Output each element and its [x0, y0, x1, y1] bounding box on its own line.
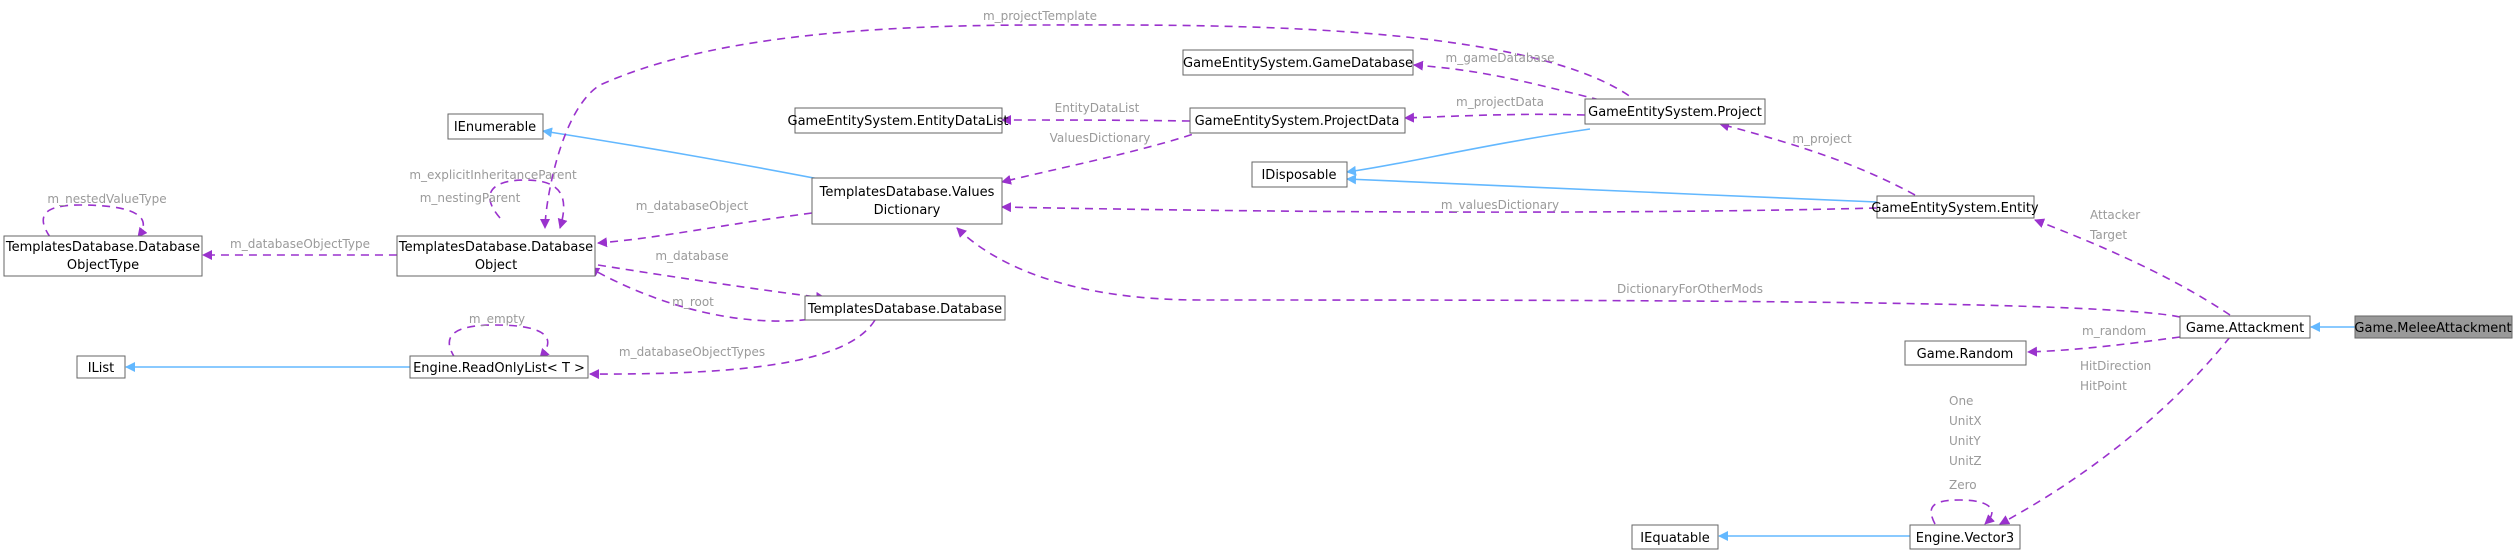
node-project[interactable]: GameEntitySystem.Project — [1584, 98, 1766, 125]
edge-valuesdictionary-inherits-ienumerable — [542, 127, 841, 184]
edge-label-m-game-database: m_gameDatabase — [1446, 51, 1555, 65]
edge-label-m-nesting-parent: m_nestingParent — [420, 191, 521, 205]
node-database-object-label-2: Object — [475, 258, 517, 273]
edge-label-attacker: Attacker — [2090, 208, 2140, 222]
edge-label-m-root: m_root — [672, 295, 714, 309]
node-attackment-label: Game.Attackment — [2186, 321, 2304, 336]
node-values-dictionary[interactable]: TemplatesDatabase.Values Dictionary — [811, 177, 1003, 225]
edge-label-m-values-dictionary: m_valuesDictionary — [1441, 198, 1559, 212]
node-project-label: GameEntitySystem.Project — [1588, 105, 1762, 120]
node-database-label: TemplatesDatabase.Database — [807, 302, 1002, 317]
edge-game-database — [1413, 60, 1601, 101]
node-readonly-list[interactable]: Engine.ReadOnlyList< T > — [409, 355, 589, 379]
edge-label-m-database-object-type: m_databaseObjectType — [230, 237, 370, 251]
edge-project-inherits-idisposable — [1346, 128, 1591, 176]
edge-database — [597, 264, 826, 302]
node-idisposable[interactable]: IDisposable — [1251, 161, 1348, 188]
edge-label-m-database-object: m_databaseObject — [636, 199, 749, 213]
edge-label-m-project-template: m_projectTemplate — [983, 9, 1097, 23]
edge-project-data — [1404, 112, 1586, 123]
edge-values-dictionary-from-entity — [1001, 202, 1878, 213]
edge-label-m-empty: m_empty — [469, 312, 525, 326]
edge-empty — [448, 324, 550, 359]
edge-label-unit-x: UnitX — [1949, 414, 1982, 428]
edge-label-m-project: m_project — [1792, 132, 1852, 146]
edge-label-entity-data-list: EntityDataList — [1055, 101, 1140, 115]
edge-label-m-random: m_random — [2082, 324, 2146, 338]
node-melee-attackment[interactable]: Game.MeleeAttackment — [2354, 315, 2513, 339]
node-random[interactable]: Game.Random — [1904, 340, 2027, 366]
node-iequatable-label: IEquatable — [1640, 531, 1709, 546]
edge-values-dictionary-from-projectdata — [1001, 129, 1206, 185]
node-readonly-list-label: Engine.ReadOnlyList< T > — [413, 361, 585, 376]
edge-root — [589, 267, 836, 322]
edge-random — [2027, 336, 2181, 357]
edge-label-m-project-data: m_projectData — [1456, 95, 1544, 109]
edge-hit-direction-point — [1999, 336, 2231, 525]
node-ilist-label: IList — [88, 361, 115, 376]
node-database-object-type-label-2: ObjectType — [67, 258, 139, 273]
edge-database-object — [597, 212, 813, 248]
edge-label-zero: Zero — [1949, 478, 1977, 492]
edge-label-unit-z: UnitZ — [1949, 454, 1982, 468]
node-vector3[interactable]: Engine.Vector3 — [1909, 524, 2021, 550]
node-game-database-label: GameEntitySystem.GameDatabase — [1183, 56, 1413, 71]
node-melee-attackment-label: Game.MeleeAttackment — [2354, 321, 2511, 336]
node-database-object-label-1: TemplatesDatabase.Database — [398, 240, 593, 255]
edge-label-m-nested-value-type: m_nestedValueType — [47, 192, 166, 206]
node-attackment[interactable]: Game.Attackment — [2179, 315, 2311, 339]
node-iequatable[interactable]: IEquatable — [1631, 524, 1719, 550]
edge-label-hit-direction: HitDirection — [2080, 359, 2151, 373]
node-project-data-label: GameEntitySystem.ProjectData — [1195, 114, 1400, 129]
node-entity-data-list[interactable]: GameEntitySystem.EntityDataList — [788, 107, 1009, 134]
node-project-data[interactable]: GameEntitySystem.ProjectData — [1189, 107, 1406, 134]
edge-label-hit-point: HitPoint — [2080, 379, 2127, 393]
node-database[interactable]: TemplatesDatabase.Database — [804, 295, 1006, 321]
edge-label-m-database-object-types: m_databaseObjectTypes — [619, 345, 765, 359]
edge-entity-data-list — [1001, 115, 1191, 126]
node-ilist[interactable]: IList — [76, 355, 126, 379]
node-game-database[interactable]: GameEntitySystem.GameDatabase — [1182, 49, 1414, 76]
edge-label-values-dictionary: ValuesDictionary — [1050, 131, 1151, 145]
node-database-object-type-label-1: TemplatesDatabase.Database — [5, 240, 200, 255]
node-entity-data-list-label: GameEntitySystem.EntityDataList — [788, 114, 1009, 129]
node-ienumerable[interactable]: IEnumerable — [447, 113, 544, 140]
edge-project-template — [540, 24, 1641, 229]
edge-explicit-inheritance-parent — [489, 179, 568, 229]
edge-dictionary-for-other-mods — [956, 227, 2181, 318]
edge-vector3-self — [1930, 499, 1995, 525]
edge-nested-value-type — [42, 204, 148, 238]
node-vector3-label: Engine.Vector3 — [1916, 531, 2014, 546]
edge-attacker-target — [2034, 218, 2231, 316]
edge-label-m-explicit-inheritance-parent: m_explicitInheritanceParent — [409, 168, 577, 182]
node-random-label: Game.Random — [1917, 347, 2014, 362]
node-database-object[interactable]: TemplatesDatabase.Database Object — [396, 235, 596, 277]
node-entity-label: GameEntitySystem.Entity — [1871, 201, 2039, 216]
node-database-object-type[interactable]: TemplatesDatabase.Database ObjectType — [3, 235, 203, 277]
edge-entity-inherits-idisposable — [1346, 174, 1878, 203]
edge-label-m-database: m_database — [655, 249, 728, 263]
node-entity[interactable]: GameEntitySystem.Entity — [1871, 195, 2039, 219]
edge-label-one: One — [1949, 394, 1973, 408]
edge-database-object-types — [589, 319, 876, 380]
node-idisposable-label: IDisposable — [1261, 168, 1336, 183]
node-values-dictionary-label-1: TemplatesDatabase.Values — [819, 185, 995, 200]
node-values-dictionary-label-2: Dictionary — [874, 203, 941, 218]
edge-label-unit-y: UnitY — [1949, 434, 1981, 448]
edge-label-target: Target — [2089, 228, 2127, 242]
edge-label-dictionary-for-other-mods: DictionaryForOtherMods — [1617, 282, 1763, 296]
node-ienumerable-label: IEnumerable — [454, 120, 536, 135]
